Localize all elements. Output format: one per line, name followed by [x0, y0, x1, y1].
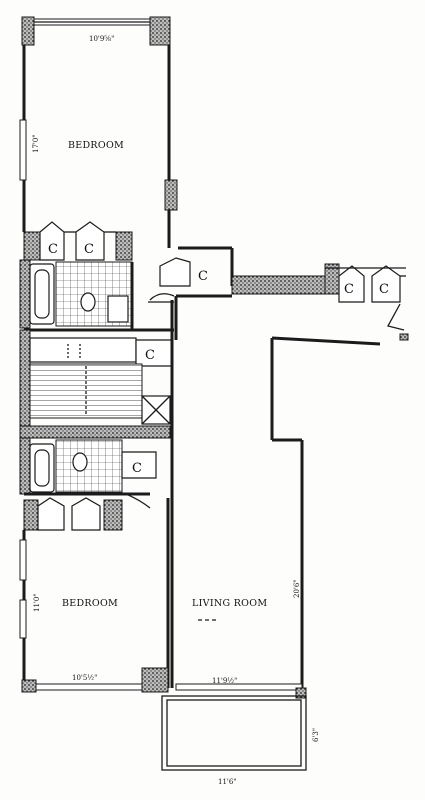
toilet [80, 292, 96, 312]
balcony-railing [161, 695, 307, 771]
closet-label: C [379, 282, 389, 297]
closet[interactable] [159, 257, 191, 287]
sink [107, 295, 129, 323]
wall-corner [149, 16, 171, 46]
closet-label: C [344, 282, 354, 297]
wall-corner [141, 667, 169, 693]
closet[interactable] [37, 497, 65, 531]
window [19, 119, 27, 181]
top-bathroom [19, 259, 174, 332]
living-room [170, 296, 381, 699]
dimension-top-bedroom-width: 10'9⅝" [89, 35, 114, 43]
closet-label: C [198, 269, 208, 284]
closet-label: C [48, 242, 58, 257]
wall-corner [21, 16, 35, 46]
window [19, 599, 27, 639]
closet[interactable] [39, 221, 65, 261]
counter [29, 337, 137, 363]
dimension-balcony-width: 11'6" [218, 778, 237, 786]
dimension-balcony-depth: 6'3" [312, 728, 320, 742]
dimension-living-room-width: 11'9½" [212, 677, 237, 685]
dimension-bottom-bedroom-width: 10'5½" [72, 674, 97, 682]
partition-wall [19, 425, 171, 439]
tile-floor [55, 439, 123, 493]
closet[interactable] [121, 451, 157, 479]
room-label-bedroom-bottom: BEDROOM [62, 598, 118, 609]
closet[interactable] [71, 497, 101, 531]
closet-pair-top [23, 221, 133, 261]
closet[interactable] [75, 221, 105, 261]
dimension-living-room-depth: 20'6" [293, 579, 301, 598]
window [35, 683, 143, 691]
kitchen-area [19, 329, 173, 439]
top-bedroom [19, 16, 178, 248]
room-label-bedroom-top: BEDROOM [68, 140, 124, 151]
closet-label: C [145, 348, 155, 363]
sliding-door [175, 683, 303, 691]
dimension-top-bedroom-depth: 17'0" [32, 134, 40, 153]
bottom-bedroom [19, 497, 170, 693]
entry-hall [148, 246, 234, 303]
corridor-wall [231, 263, 409, 341]
wall-pier [164, 179, 178, 211]
closet-label: C [84, 242, 94, 257]
window [19, 539, 27, 581]
toilet [72, 452, 88, 472]
room-label-living-room: LIVING ROOM [192, 598, 267, 609]
balcony [161, 695, 307, 771]
bottom-bathroom [19, 437, 157, 509]
closet-label: C [132, 461, 142, 476]
dimension-bottom-bedroom-depth: 11'0" [33, 593, 41, 612]
